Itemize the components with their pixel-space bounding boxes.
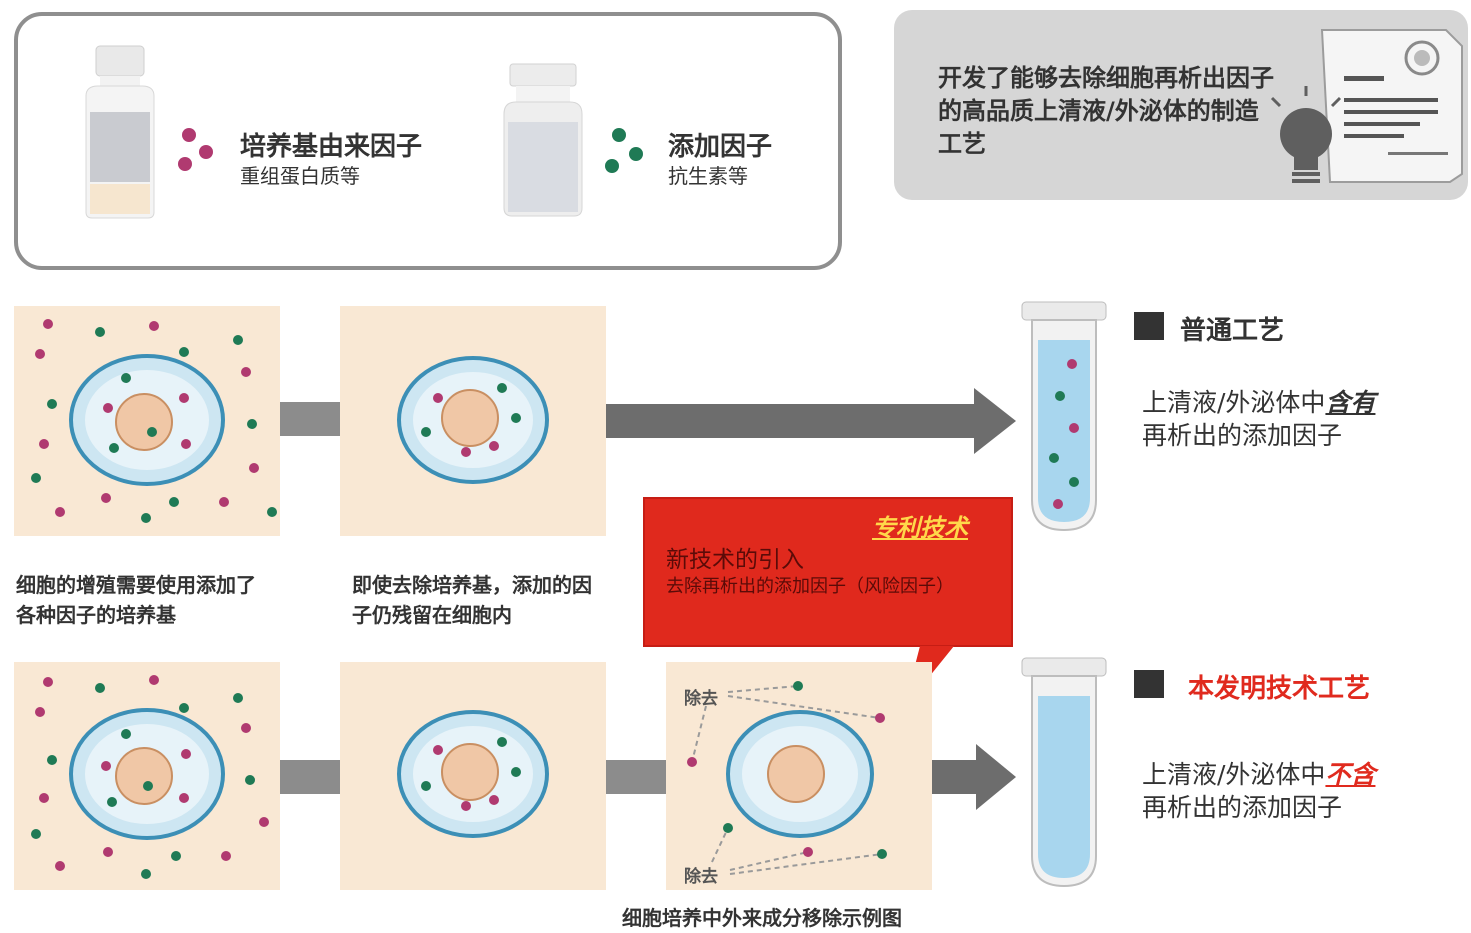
figure-caption: 细胞培养中外来成分移除示例图 (622, 906, 902, 930)
medium-factor-dots-icon (178, 128, 213, 171)
connector-bar-2 (280, 760, 340, 794)
invention-desc-prefix: 上清液/外泌体中 (1142, 760, 1326, 789)
caption-step2: 即使去除培养基，添加的因子仍残留在细胞内 (352, 573, 592, 627)
invention-desc-emph: 不含 (1325, 760, 1376, 789)
invention-label: 本发明技术工艺 (1188, 674, 1371, 704)
conventional-desc: 上清液/外泌体中含有 再析出的添加因子 (1142, 386, 1462, 452)
arrow-to-tube-invention (932, 744, 1016, 810)
medium-bottle-icon (85, 45, 155, 219)
callout-line1: 新技术的引入 (666, 547, 804, 573)
conventional-marker (1134, 312, 1164, 340)
additive-factor-title: 添加因子 (668, 132, 773, 162)
additive-factor-sub: 抗生素等 (668, 164, 748, 188)
medium-factor-title: 培养基由来因子 (240, 132, 423, 162)
invention-desc: 上清液/外泌体中不含 再析出的添加因子 (1142, 758, 1462, 824)
invention-marker (1134, 670, 1164, 698)
cell-factor-removal (687, 681, 887, 875)
patent-callout-box (643, 497, 1013, 647)
test-tube-clean (1021, 657, 1107, 888)
remove-label-top: 除去 (684, 689, 718, 709)
conventional-label: 普通工艺 (1180, 316, 1285, 346)
connector-bar-3 (606, 760, 666, 794)
conventional-desc-emph: 含有 (1325, 388, 1376, 417)
caption-step1: 细胞的增殖需要使用添加了各种因子的培养基 (16, 573, 256, 627)
additive-factor-dots-icon (605, 128, 643, 173)
cell-with-medium-factors-1 (31, 319, 277, 523)
conventional-desc-prefix: 上清液/外泌体中 (1142, 388, 1326, 417)
lightbulb-icon (1270, 86, 1342, 183)
patent-text: 开发了能够去除细胞再析出因子的高品质上清液/外泌体的制造工艺 (938, 64, 1274, 158)
cell-with-residual-factors-2 (397, 710, 549, 838)
callout-line2: 去除再析出的添加因子（风险因子） (666, 576, 954, 597)
invention-desc-suffix: 再析出的添加因子 (1142, 793, 1343, 822)
cell-with-medium-factors-2 (31, 675, 269, 879)
remove-label-bottom: 除去 (684, 867, 718, 887)
additive-vial-icon (503, 63, 583, 217)
test-tube-with-factors (1021, 301, 1107, 532)
cell-with-residual-factors-1 (397, 356, 549, 484)
connector-bar-1 (280, 402, 340, 436)
medium-factor-sub: 重组蛋白质等 (240, 164, 360, 188)
arrow-to-tube-conventional (606, 388, 1016, 454)
conventional-desc-suffix: 再析出的添加因子 (1142, 421, 1343, 450)
patent-certificate-icon (1270, 29, 1463, 183)
callout-tag: 专利技术 (872, 514, 968, 542)
